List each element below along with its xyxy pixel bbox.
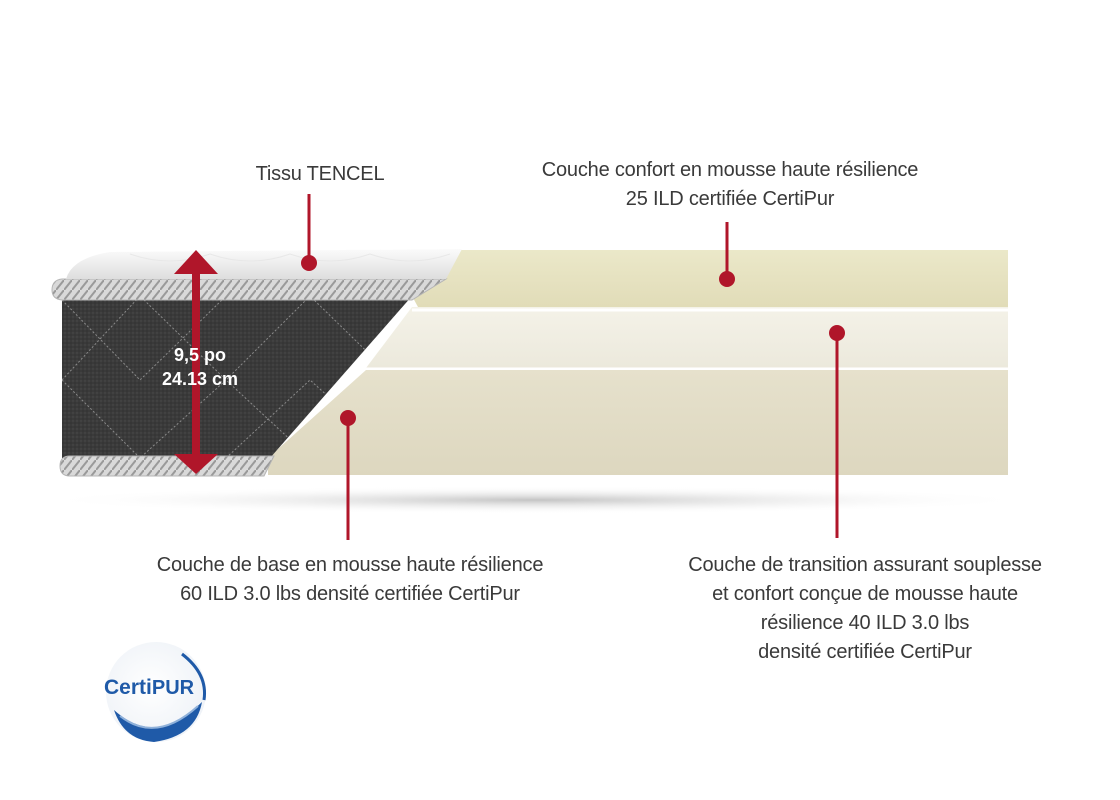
height-dimension-label: 9,5 po 24.13 cm (130, 343, 270, 391)
label-tencel-fabric: Tissu TENCEL (200, 160, 440, 189)
label-transition-layer: Couche de transition assurant souplesse … (620, 551, 1110, 667)
floor-shadow (35, 486, 1035, 514)
logo-text-right: PUR (152, 677, 195, 699)
transition-foam-layer (366, 307, 1008, 368)
certipur-logo: CertiPUR (104, 642, 207, 742)
label-line: densité certifiée CertiPur (758, 641, 972, 663)
height-dimension-arrow (174, 250, 218, 474)
label-line: 25 ILD certifiée CertiPur (625, 188, 835, 210)
label-line: et confort conçue de mousse haute (712, 583, 1018, 605)
base-foam-layer (268, 370, 1008, 475)
label-line: Tissu TENCEL (255, 163, 385, 185)
top-cord-edge (51, 278, 448, 301)
height-inches: 9,5 po (173, 345, 226, 365)
foam-layers (268, 250, 1008, 475)
pointer-tencel (301, 194, 317, 271)
label-line: 60 ILD 3.0 lbs densité certifiée CertiPu… (180, 583, 520, 605)
pointer-confort (719, 222, 735, 287)
pillow-top-fabric (66, 249, 462, 279)
logo-text-left: Certi (104, 676, 152, 699)
pointer-transition (829, 325, 845, 538)
label-line: Couche confort en mousse haute résilienc… (541, 159, 919, 181)
label-base-layer: Couche de base en mousse haute résilienc… (80, 551, 620, 609)
label-line: Couche de base en mousse haute résilienc… (156, 554, 544, 576)
label-line: résilience 40 ILD 3.0 lbs (760, 612, 970, 634)
label-comfort-layer: Couche confort en mousse haute résilienc… (430, 156, 1030, 214)
bottom-cord-edge (59, 455, 275, 477)
comfort-foam-layer (412, 250, 1008, 307)
label-line: Couche de transition assurant souplesse (688, 554, 1042, 576)
logo-text: CertiPUR (104, 676, 195, 699)
height-cm: 24.13 cm (161, 369, 239, 389)
logo-swoosh (114, 702, 202, 742)
pointer-base (340, 410, 356, 540)
